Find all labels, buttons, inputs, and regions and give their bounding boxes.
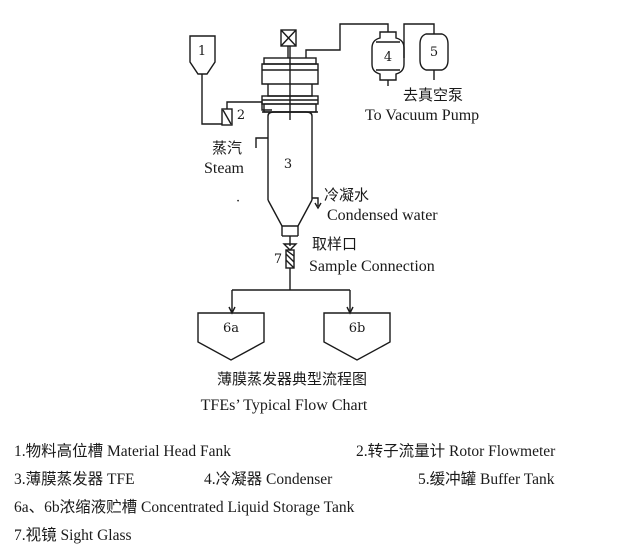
caption-en: TFEs’ Typical Flow Chart	[201, 397, 368, 414]
condensed-cn: 冷凝水	[324, 186, 369, 204]
steam-cn: 蒸汽	[212, 139, 242, 157]
legend-item-7: 7.视镜 Sight Glass	[14, 525, 132, 544]
steam-inlet: 蒸汽 Steam	[204, 137, 268, 177]
sample-en: Sample Connection	[309, 258, 435, 275]
figure-caption: 薄膜蒸发器典型流程图 TFEs’ Typical Flow Chart	[201, 370, 368, 414]
label-4: 4	[384, 50, 392, 65]
vacuum-en: To Vacuum Pump	[365, 107, 479, 124]
label-1: 1	[198, 44, 206, 59]
legend: 1.物料高位槽 Material Head Fank 2.转子流量计 Rotor…	[14, 442, 556, 544]
buffer-tank: 5	[419, 33, 449, 80]
motor-valve	[280, 29, 297, 58]
legend-item-1: 1.物料高位槽 Material Head Fank	[14, 442, 231, 460]
legend-item-2: 2.转子流量计 Rotor Flowmeter	[356, 442, 556, 460]
condensed-water-outlet: 冷凝水 Condensed water	[312, 186, 438, 224]
condensed-en: Condensed water	[327, 207, 438, 224]
storage-tank-6b: 6b	[323, 312, 391, 361]
legend-item-5: 5.缓冲罐 Buffer Tank	[418, 470, 555, 488]
label-6b: 6b	[349, 321, 366, 336]
material-head-tank: 1	[189, 35, 216, 75]
condenser-to-buffer	[403, 23, 435, 58]
label-7: 7	[274, 252, 282, 267]
caption-cn: 薄膜蒸发器典型流程图	[217, 370, 367, 388]
feed-pipe-1	[201, 74, 222, 125]
condenser: 4	[371, 31, 405, 86]
label-5: 5	[430, 45, 438, 60]
stray-dot: ·	[236, 194, 240, 209]
legend-item-4: 4.冷凝器 Condenser	[204, 470, 333, 488]
vacuum-pump-label: 去真空泵 To Vacuum Pump	[365, 86, 479, 124]
steam-en: Steam	[204, 160, 245, 177]
storage-tank-6a: 6a	[197, 312, 265, 361]
label-6a: 6a	[223, 321, 239, 336]
tfe-evaporator: 3	[261, 46, 319, 237]
label-3: 3	[284, 157, 292, 172]
vacuum-cn: 去真空泵	[403, 86, 463, 104]
legend-item-6: 6a、6b浓缩液贮槽 Concentrated Liquid Storage T…	[14, 498, 355, 516]
distribution-header	[231, 289, 351, 312]
sight-glass: 7	[274, 236, 298, 290]
sample-cn: 取样口	[312, 235, 357, 253]
rotor-flowmeter: 2	[221, 108, 245, 126]
sample-connection: 取样口 Sample Connection	[309, 235, 435, 275]
feed-pipe-2	[226, 101, 272, 111]
vapor-line	[305, 23, 389, 58]
legend-item-3: 3.薄膜蒸发器 TFE	[14, 470, 135, 488]
label-2: 2	[237, 108, 245, 123]
